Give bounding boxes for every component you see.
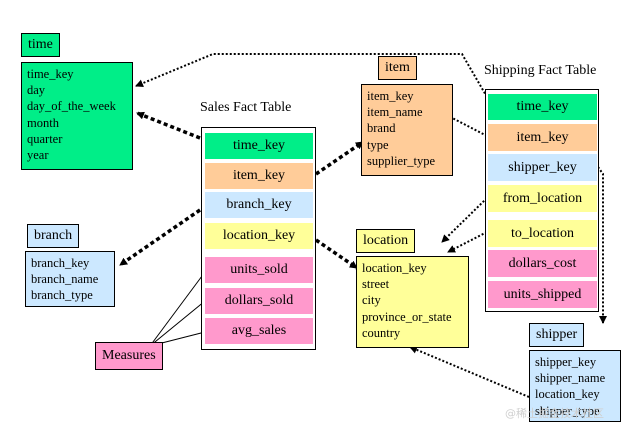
shipping-key-time: time_key (488, 94, 597, 120)
sales-location-link (315, 238, 358, 270)
measures-pointer-dollars (149, 300, 206, 347)
branch-title: branch (27, 224, 80, 248)
sales-key-location: location_key (205, 223, 313, 249)
location-attr: country (362, 325, 401, 340)
branch-attr: branch_name (31, 272, 99, 287)
shipping-fact-caption: Shipping Fact Table (484, 63, 597, 78)
time-title: time (21, 33, 60, 57)
shipper-title: shipper (529, 323, 585, 347)
shipping-shipper-link (597, 166, 607, 324)
sales-key-time: time_key (205, 133, 313, 159)
shipping-time-link (135, 53, 488, 98)
time-attr: quarter (27, 131, 63, 146)
sales-fact-caption: Sales Fact Table (200, 100, 292, 115)
branch-attr: branch_key (31, 256, 90, 270)
branch-attrs: branch_key branch_name branch_type (25, 251, 115, 307)
branch-attr: branch_type (31, 288, 93, 303)
shipping-measure-dollars-cost: dollars_cost (488, 250, 597, 277)
item-attr: item_name (367, 105, 423, 120)
item-attrs: item_key item_name brand type supplier_t… (361, 84, 453, 176)
time-attr: time_key (27, 67, 74, 81)
shipper-attr: shipper_type (535, 403, 600, 418)
shipper-attr: shipper_name (535, 371, 606, 386)
time-attr: day_of_the_week (27, 99, 116, 114)
time-attr: year (27, 148, 49, 163)
shipping-key-to-location: to_location (488, 220, 597, 247)
item-title: item (378, 56, 417, 80)
shipping-from-location-link (441, 197, 488, 243)
item-attr: item_key (367, 89, 414, 103)
sales-key-item: item_key (205, 163, 313, 189)
sales-branch-link (119, 208, 201, 267)
location-title: location (356, 229, 416, 253)
item-attr: supplier_type (367, 153, 436, 168)
time-attr: day (27, 83, 46, 98)
location-attrs: location_key street city province_or_sta… (356, 256, 469, 348)
time-attr: month (27, 115, 59, 130)
shipper-attr: location_key (535, 387, 600, 402)
sales-measure-avg-sales: avg_sales (205, 318, 313, 344)
item-attr: type (367, 137, 389, 152)
shipping-key-shipper: shipper_key (488, 154, 597, 181)
location-attr: province_or_state (362, 309, 452, 324)
shipping-measure-units-shipped: units_shipped (488, 281, 597, 308)
watermark: @稀土掘金技术社区 (505, 407, 604, 420)
location-attr: city (362, 293, 381, 308)
item-attr: brand (367, 121, 396, 136)
sales-time-link (136, 111, 201, 140)
sales-key-branch: branch_key (205, 192, 313, 218)
time-attrs: time_key day day_of_the_week month quart… (21, 62, 133, 170)
shipper-attr: shipper_key (535, 355, 597, 369)
location-attr: location_key (362, 261, 427, 275)
location-attr: street (362, 277, 390, 292)
measures-pointer-units (149, 271, 206, 347)
shipping-key-item: item_key (488, 124, 597, 151)
sales-measure-units-sold: units_sold (205, 257, 313, 283)
shipper-attrs: shipper_key shipper_name location_key sh… (529, 350, 621, 422)
measures-label: Measures (95, 342, 163, 370)
shipper-location-link (409, 346, 530, 398)
sales-item-link (315, 140, 364, 176)
sales-measure-dollars-sold: dollars_sold (205, 288, 313, 314)
shipping-to-location-link (447, 231, 488, 253)
shipping-key-from-location: from_location (488, 185, 597, 212)
